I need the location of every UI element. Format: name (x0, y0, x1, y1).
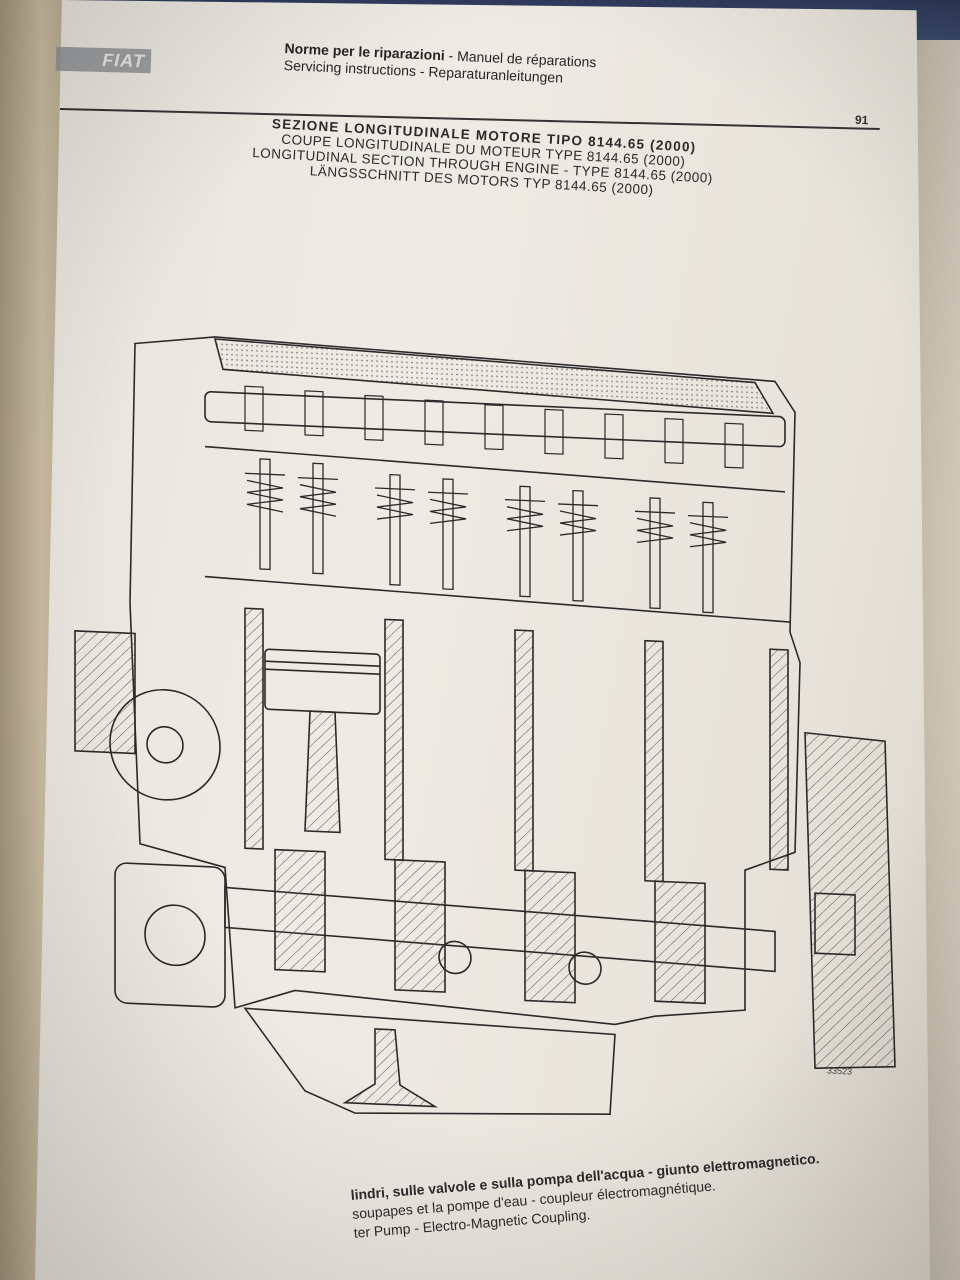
piston (264, 648, 381, 834)
cylinder-walls (244, 607, 789, 883)
engine-block-outline (129, 336, 801, 1026)
drawing-reference-code: 33523 (826, 1065, 853, 1077)
valve-cover (213, 338, 775, 415)
oil-pan (243, 1007, 616, 1116)
engine-cross-section-drawing (74, 336, 896, 1116)
valve-assemblies (245, 458, 728, 614)
page-number: 91 (854, 112, 869, 128)
fiat-logo: FIAT (55, 46, 152, 74)
camshaft (204, 391, 786, 448)
crankshaft (224, 848, 776, 1005)
cylinder-head (204, 445, 786, 493)
front-pulley (74, 630, 226, 1008)
manual-page (35, 0, 930, 1280)
flywheel (804, 731, 896, 1069)
